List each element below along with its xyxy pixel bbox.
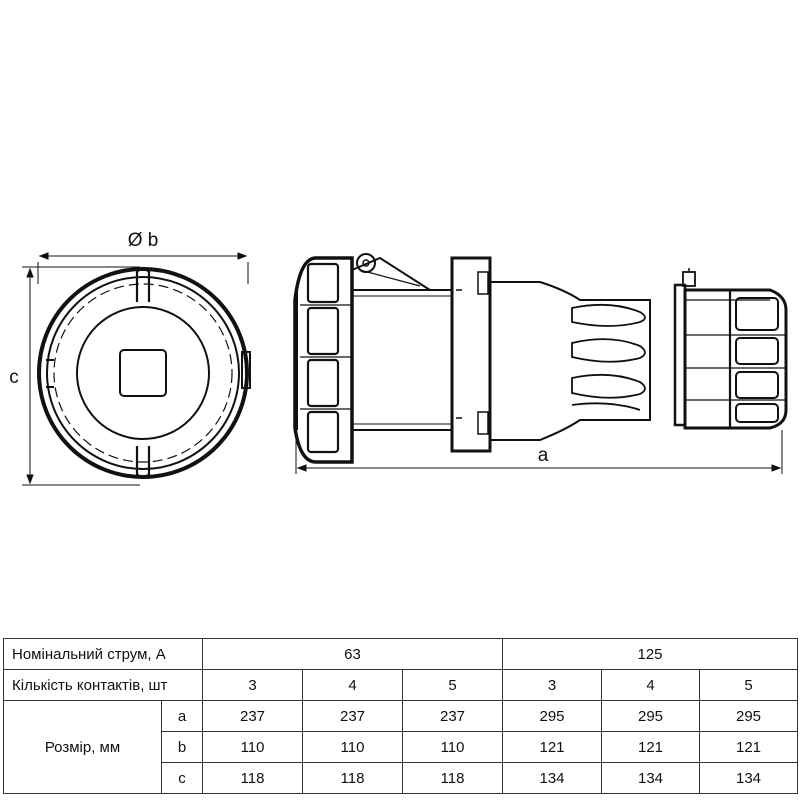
front-dimensions [22, 252, 249, 486]
side-flange [450, 256, 492, 453]
table-row-dim-a: Розмір, мм a 237 237 237 295 295 295 [3, 700, 799, 794]
side-dimensions [295, 430, 783, 474]
dim-cell: 237 [202, 700, 303, 732]
dim-cell: 237 [302, 700, 403, 732]
contacts-cell: 3 [202, 669, 303, 701]
side-taper-body [489, 281, 651, 441]
dim-cell: 134 [601, 762, 701, 794]
front-top-latch [135, 266, 151, 302]
dim-cell: 118 [202, 762, 303, 794]
dim-cell: 121 [699, 731, 799, 763]
dim-cell: 121 [502, 731, 603, 763]
table-row-dim-c: c 118 118 118 134 134 134 [4, 762, 799, 794]
dim-cell: 134 [502, 762, 603, 794]
dim-label-b: Ø b [128, 230, 159, 251]
dim-label-c: c [9, 367, 19, 388]
dim-cell: 118 [401, 762, 504, 794]
side-view [293, 253, 788, 464]
dim-cell: 237 [401, 700, 504, 732]
contacts-cell: 3 [502, 669, 603, 701]
contacts-label: Кількість контактів, шт [3, 669, 203, 701]
dim-cell: 121 [601, 731, 701, 763]
dim-cell: 295 [699, 700, 799, 732]
current-value-125: 125 [502, 638, 799, 670]
side-cable-gland [683, 288, 788, 430]
table-row-current: Номінальний струм, А 63 125 [3, 638, 799, 670]
front-view [37, 266, 251, 480]
contacts-cell: 4 [601, 669, 701, 701]
dim-cell: 134 [699, 762, 799, 794]
current-label: Номінальний струм, А [3, 638, 203, 670]
side-cap [293, 256, 354, 464]
dim-cell: 110 [401, 731, 504, 763]
contacts-cell: 5 [699, 669, 799, 701]
front-socket-window [119, 349, 167, 397]
table-row-contacts: Кількість контактів, шт 3 4 5 3 4 5 [3, 669, 799, 701]
spec-table: Номінальний струм, А 63 125 Кількість ко… [3, 638, 799, 794]
side-housing [351, 289, 453, 431]
dim-label-a: a [538, 445, 549, 466]
dim-cell: 118 [302, 762, 403, 794]
size-label: Розмір, мм [3, 700, 162, 794]
front-right-hinge [241, 351, 251, 389]
connector-drawing: Ø b c [9, 230, 788, 486]
front-bottom-latch [135, 446, 151, 480]
dim-cell: 295 [502, 700, 603, 732]
front-face [76, 306, 210, 440]
contacts-cell: 5 [401, 669, 504, 701]
dim-name-c: c [161, 762, 203, 794]
dim-cell: 295 [601, 700, 701, 732]
front-ridge-ring [53, 283, 233, 463]
current-value-63: 63 [201, 638, 504, 670]
dim-name-b: b [161, 731, 203, 763]
dim-cell: 110 [202, 731, 303, 763]
dim-cell: 110 [302, 731, 403, 763]
contacts-cell: 4 [302, 669, 403, 701]
dim-name-a: a [161, 700, 203, 732]
front-outer-ring [37, 267, 249, 479]
front-inner-ring [46, 276, 240, 470]
